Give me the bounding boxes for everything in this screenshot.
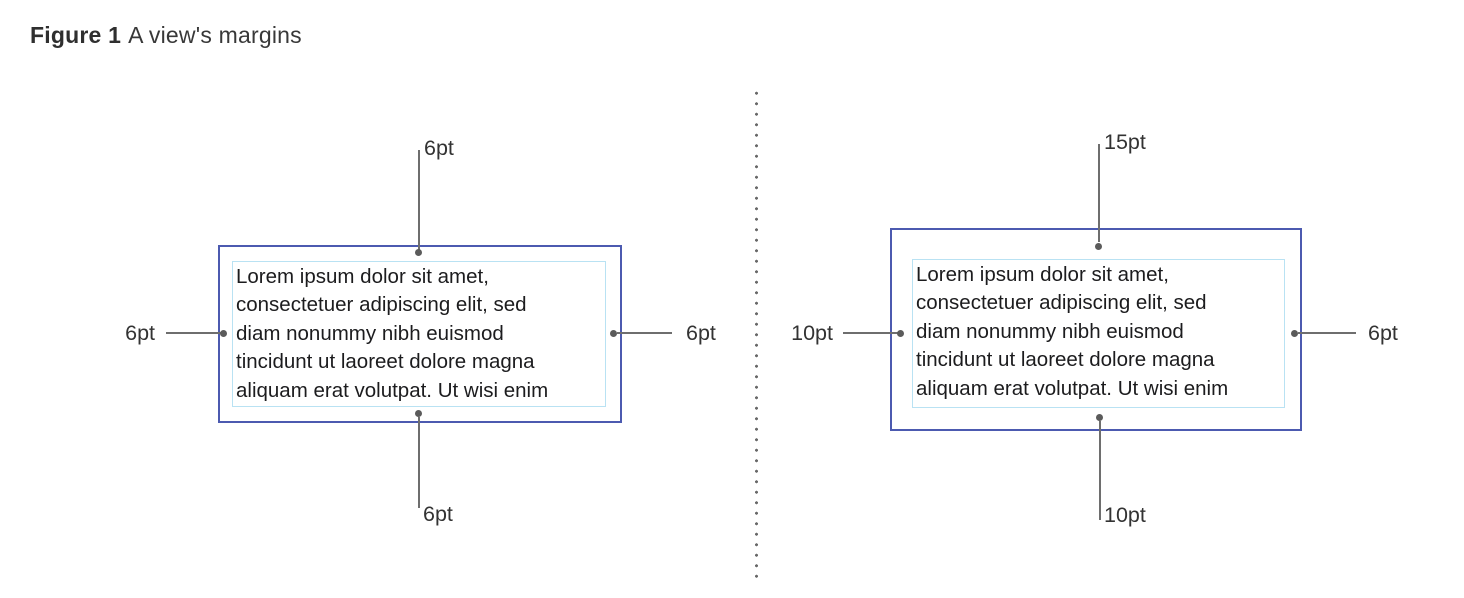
callout-line-top — [418, 150, 420, 251]
content-text-line: diam nonummy nibh euismod — [916, 319, 1184, 343]
content-text-line: tincidunt ut laoreet dolore magna — [916, 348, 1215, 372]
figure-caption: A view's margins — [128, 22, 302, 48]
margin-label-top: 15pt — [1104, 130, 1146, 154]
content-outline: Lorem ipsum dolor sit amet, consectetuer… — [912, 259, 1285, 408]
callout-dot-bottom — [415, 410, 422, 417]
callout-dot-left — [220, 330, 227, 337]
callout-dot-top — [415, 249, 422, 256]
callout-line-top — [1098, 144, 1100, 242]
dotted-divider — [755, 88, 758, 578]
content-text-line: consectetuer adipiscing elit, sed — [236, 293, 527, 317]
callout-dot-right — [610, 330, 617, 337]
content-text-line: tincidunt ut laoreet dolore magna — [236, 350, 535, 374]
margin-label-top: 6pt — [424, 136, 454, 160]
content-text-line: diam nonummy nibh euismod — [236, 321, 504, 345]
content-text-line: Lorem ipsum dolor sit amet, — [236, 265, 489, 288]
callout-dot-right — [1291, 330, 1298, 337]
margin-label-right: 6pt — [1368, 321, 1398, 345]
callout-dot-left — [897, 330, 904, 337]
callout-dot-bottom — [1096, 414, 1103, 421]
content-text-line: consectetuer adipiscing elit, sed — [916, 291, 1207, 315]
content-text-line: aliquam erat volutpat. Ut wisi enim — [236, 378, 549, 402]
content-text-line: Lorem ipsum dolor sit amet, — [916, 263, 1169, 286]
content-outline: Lorem ipsum dolor sit amet, consectetuer… — [232, 261, 606, 407]
callout-line-left — [166, 332, 222, 334]
callout-line-right — [617, 332, 672, 334]
content-text-line: aliquam erat volutpat. Ut wisi enim — [916, 376, 1229, 400]
callout-line-left — [843, 332, 898, 334]
margin-label-left: 6pt — [125, 321, 155, 345]
callout-line-right — [1298, 332, 1356, 334]
figure-number: Figure 1 — [30, 22, 122, 48]
margin-label-bottom: 10pt — [1104, 503, 1146, 527]
margin-label-bottom: 6pt — [423, 502, 453, 526]
callout-dot-top — [1095, 243, 1102, 250]
callout-line-bottom — [418, 417, 420, 508]
margin-label-left: 10pt — [791, 321, 833, 345]
callout-line-bottom — [1099, 421, 1101, 520]
margin-label-right: 6pt — [686, 321, 716, 345]
